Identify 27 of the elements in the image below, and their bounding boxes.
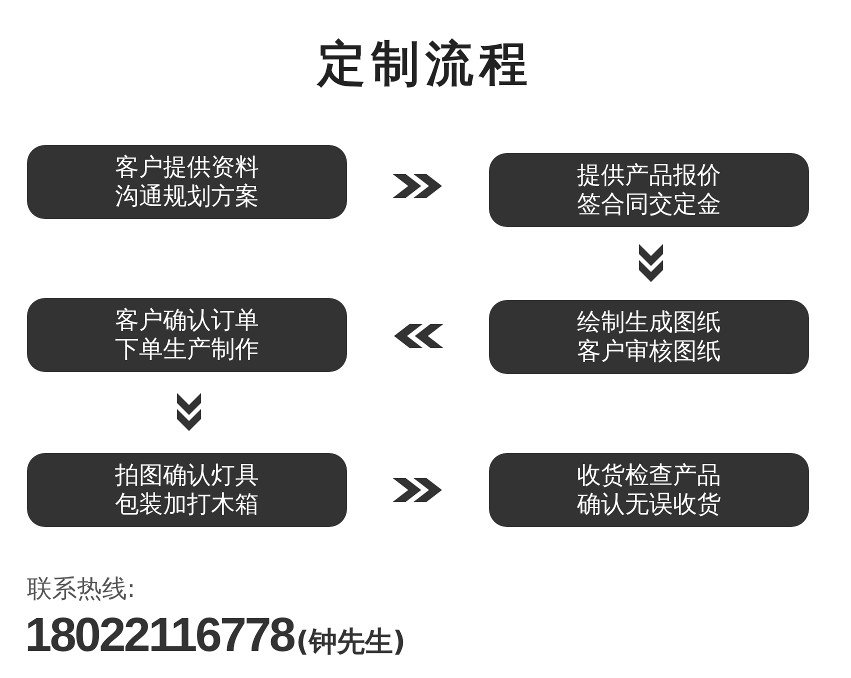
double-chevron-arrow <box>639 244 663 282</box>
process-box <box>27 145 347 219</box>
title: 定制流程 <box>316 35 534 94</box>
double-chevron-arrow <box>394 324 444 348</box>
step-text: 沟通规划方案 <box>115 182 259 211</box>
step-text: 包装加打木箱 <box>115 490 259 519</box>
process-box <box>27 298 347 372</box>
double-chevron-arrow <box>177 392 201 430</box>
step-text: 下单生产制作 <box>115 335 259 364</box>
process-box <box>489 153 809 227</box>
hotline-label: 联系热线: <box>27 573 136 605</box>
step-text: 拍图确认灯具 <box>115 461 259 490</box>
process-box <box>27 453 347 527</box>
step-text: 绘制生成图纸 <box>577 308 721 337</box>
step-text: 客户提供资料 <box>115 153 259 182</box>
phone-number: 18022116778 <box>25 608 294 664</box>
step-text: 提供产品报价 <box>577 161 721 190</box>
contact-name: (钟先生) <box>296 624 406 660</box>
step-text: 签合同交定金 <box>577 190 721 219</box>
step-text: 客户确认订单 <box>115 306 259 335</box>
double-chevron-arrow <box>392 478 442 502</box>
process-box <box>489 300 809 374</box>
step-text: 确认无误收货 <box>577 490 721 519</box>
step-text: 客户审核图纸 <box>577 337 721 366</box>
process-box <box>489 453 809 527</box>
step-text: 收货检查产品 <box>577 461 721 490</box>
double-chevron-arrow <box>392 174 442 198</box>
